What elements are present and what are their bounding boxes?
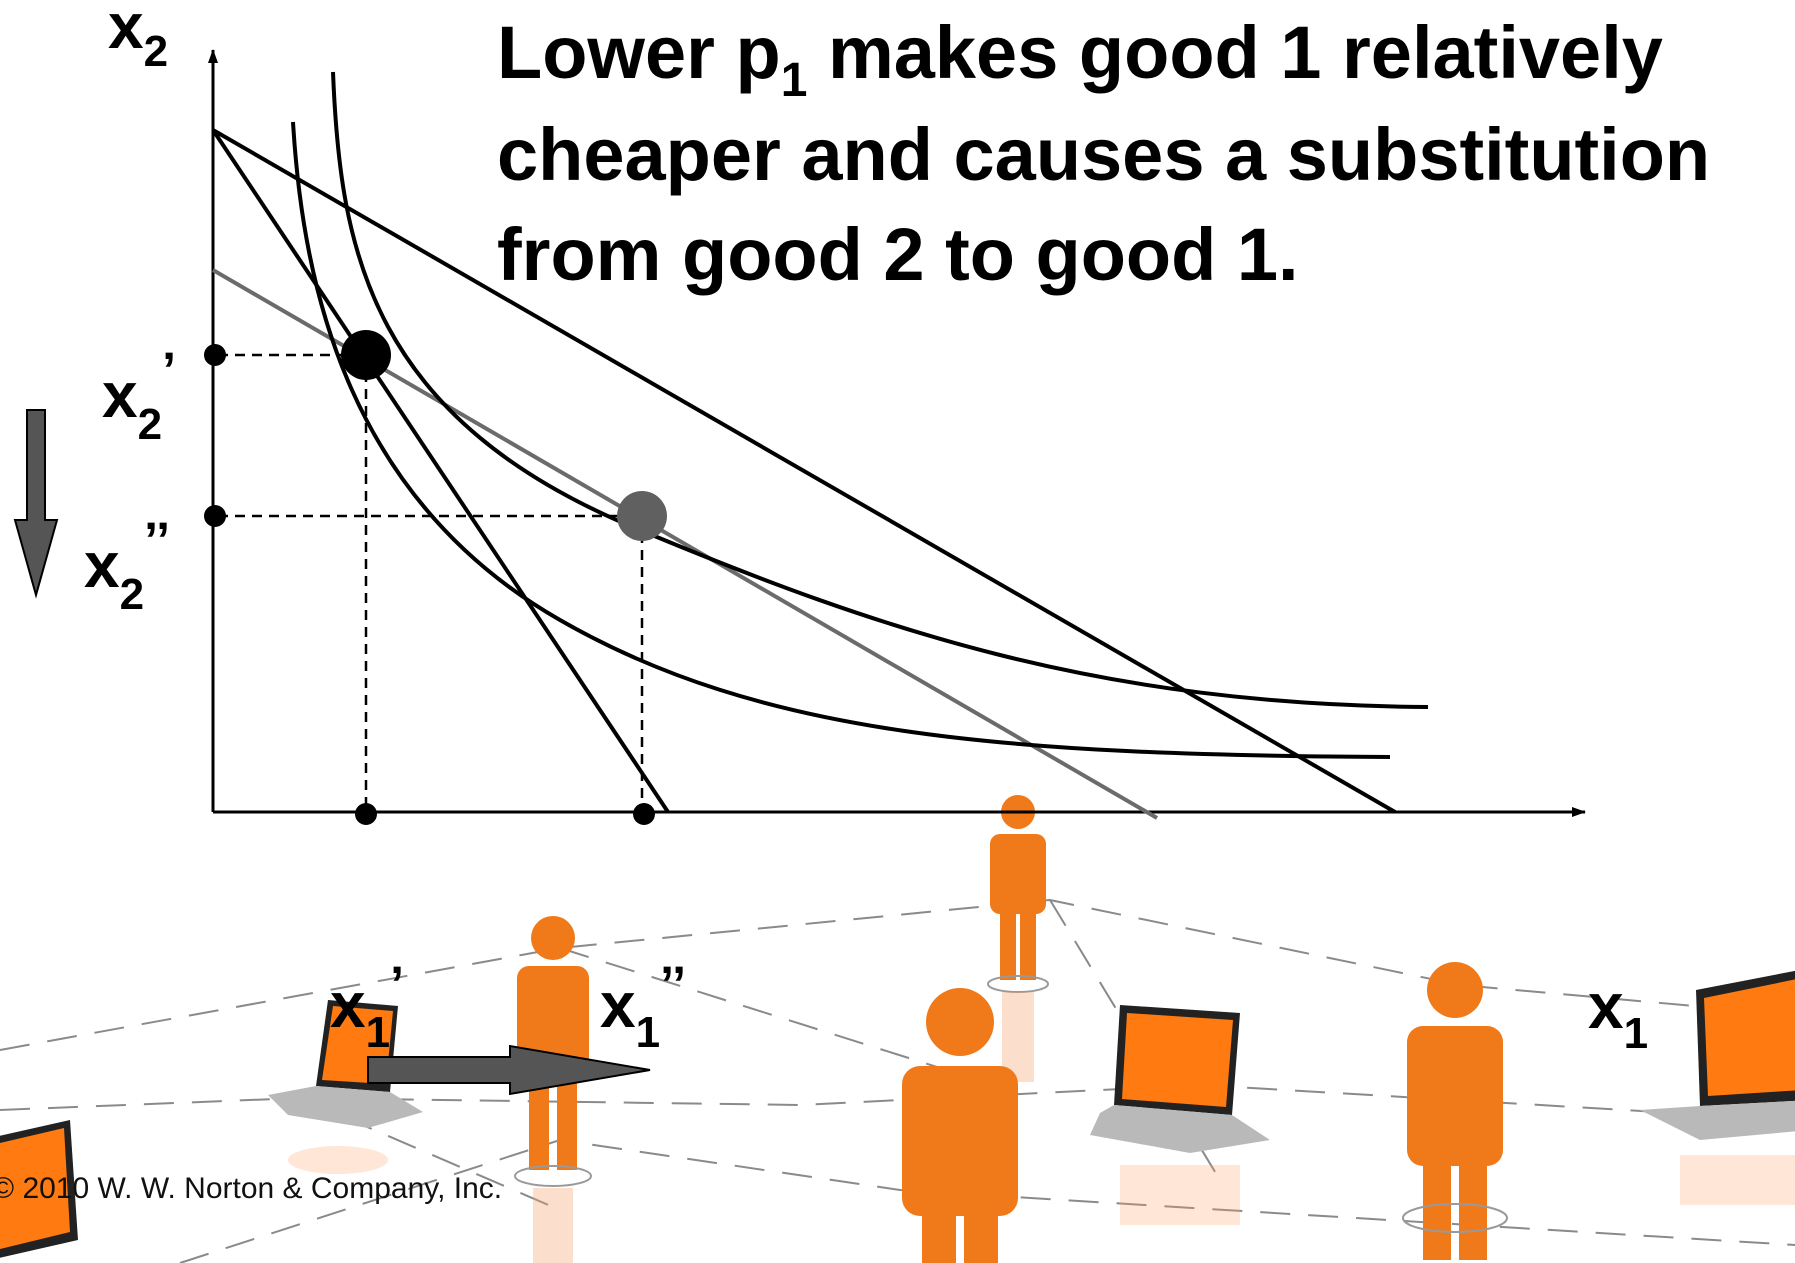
down-arrow-icon <box>13 409 59 599</box>
y-axis-label: x2 <box>108 0 168 76</box>
background-network <box>0 795 1795 1263</box>
person-figure-icon <box>1402 962 1508 1260</box>
x-axis-label: x1 <box>1588 970 1648 1058</box>
title-line-2: cheaper and causes a substitution <box>497 113 1710 196</box>
original-bundle-point <box>341 330 391 380</box>
x1-prime-label: x1’ <box>330 956 404 1057</box>
laptop-icon <box>1090 1005 1270 1225</box>
indifference-curve-lower <box>291 121 1391 759</box>
right-arrow-icon <box>367 1044 651 1096</box>
title-line-1: Lower p1 makes good 1 relatively <box>497 11 1663 107</box>
dashed-guides <box>218 353 644 812</box>
budget-line-new <box>212 128 1396 814</box>
copyright-notice: © 2010 W. W. Norton & Company, Inc. <box>0 1172 503 1205</box>
axis-dots <box>204 344 655 825</box>
slide-title: Lower p1 makes good 1 relatively cheaper… <box>497 11 1710 296</box>
x2-double-prime-label: x2’’ <box>84 512 170 619</box>
laptop-icon <box>0 1120 78 1258</box>
laptop-icon <box>1640 970 1795 1205</box>
x1-double-prime-label: x1’’ <box>600 956 686 1057</box>
budget-line-original <box>211 128 670 814</box>
person-figure-icon <box>987 795 1049 1082</box>
person-figure-icon <box>514 916 592 1263</box>
x2-prime-label: x2’ <box>102 342 176 449</box>
compensated-bundle-point <box>617 491 667 541</box>
network-dashed-lines <box>0 898 1795 1263</box>
axes <box>208 49 1586 817</box>
person-figure-icon <box>902 988 1018 1263</box>
title-line-3: from good 2 to good 1. <box>497 213 1299 296</box>
